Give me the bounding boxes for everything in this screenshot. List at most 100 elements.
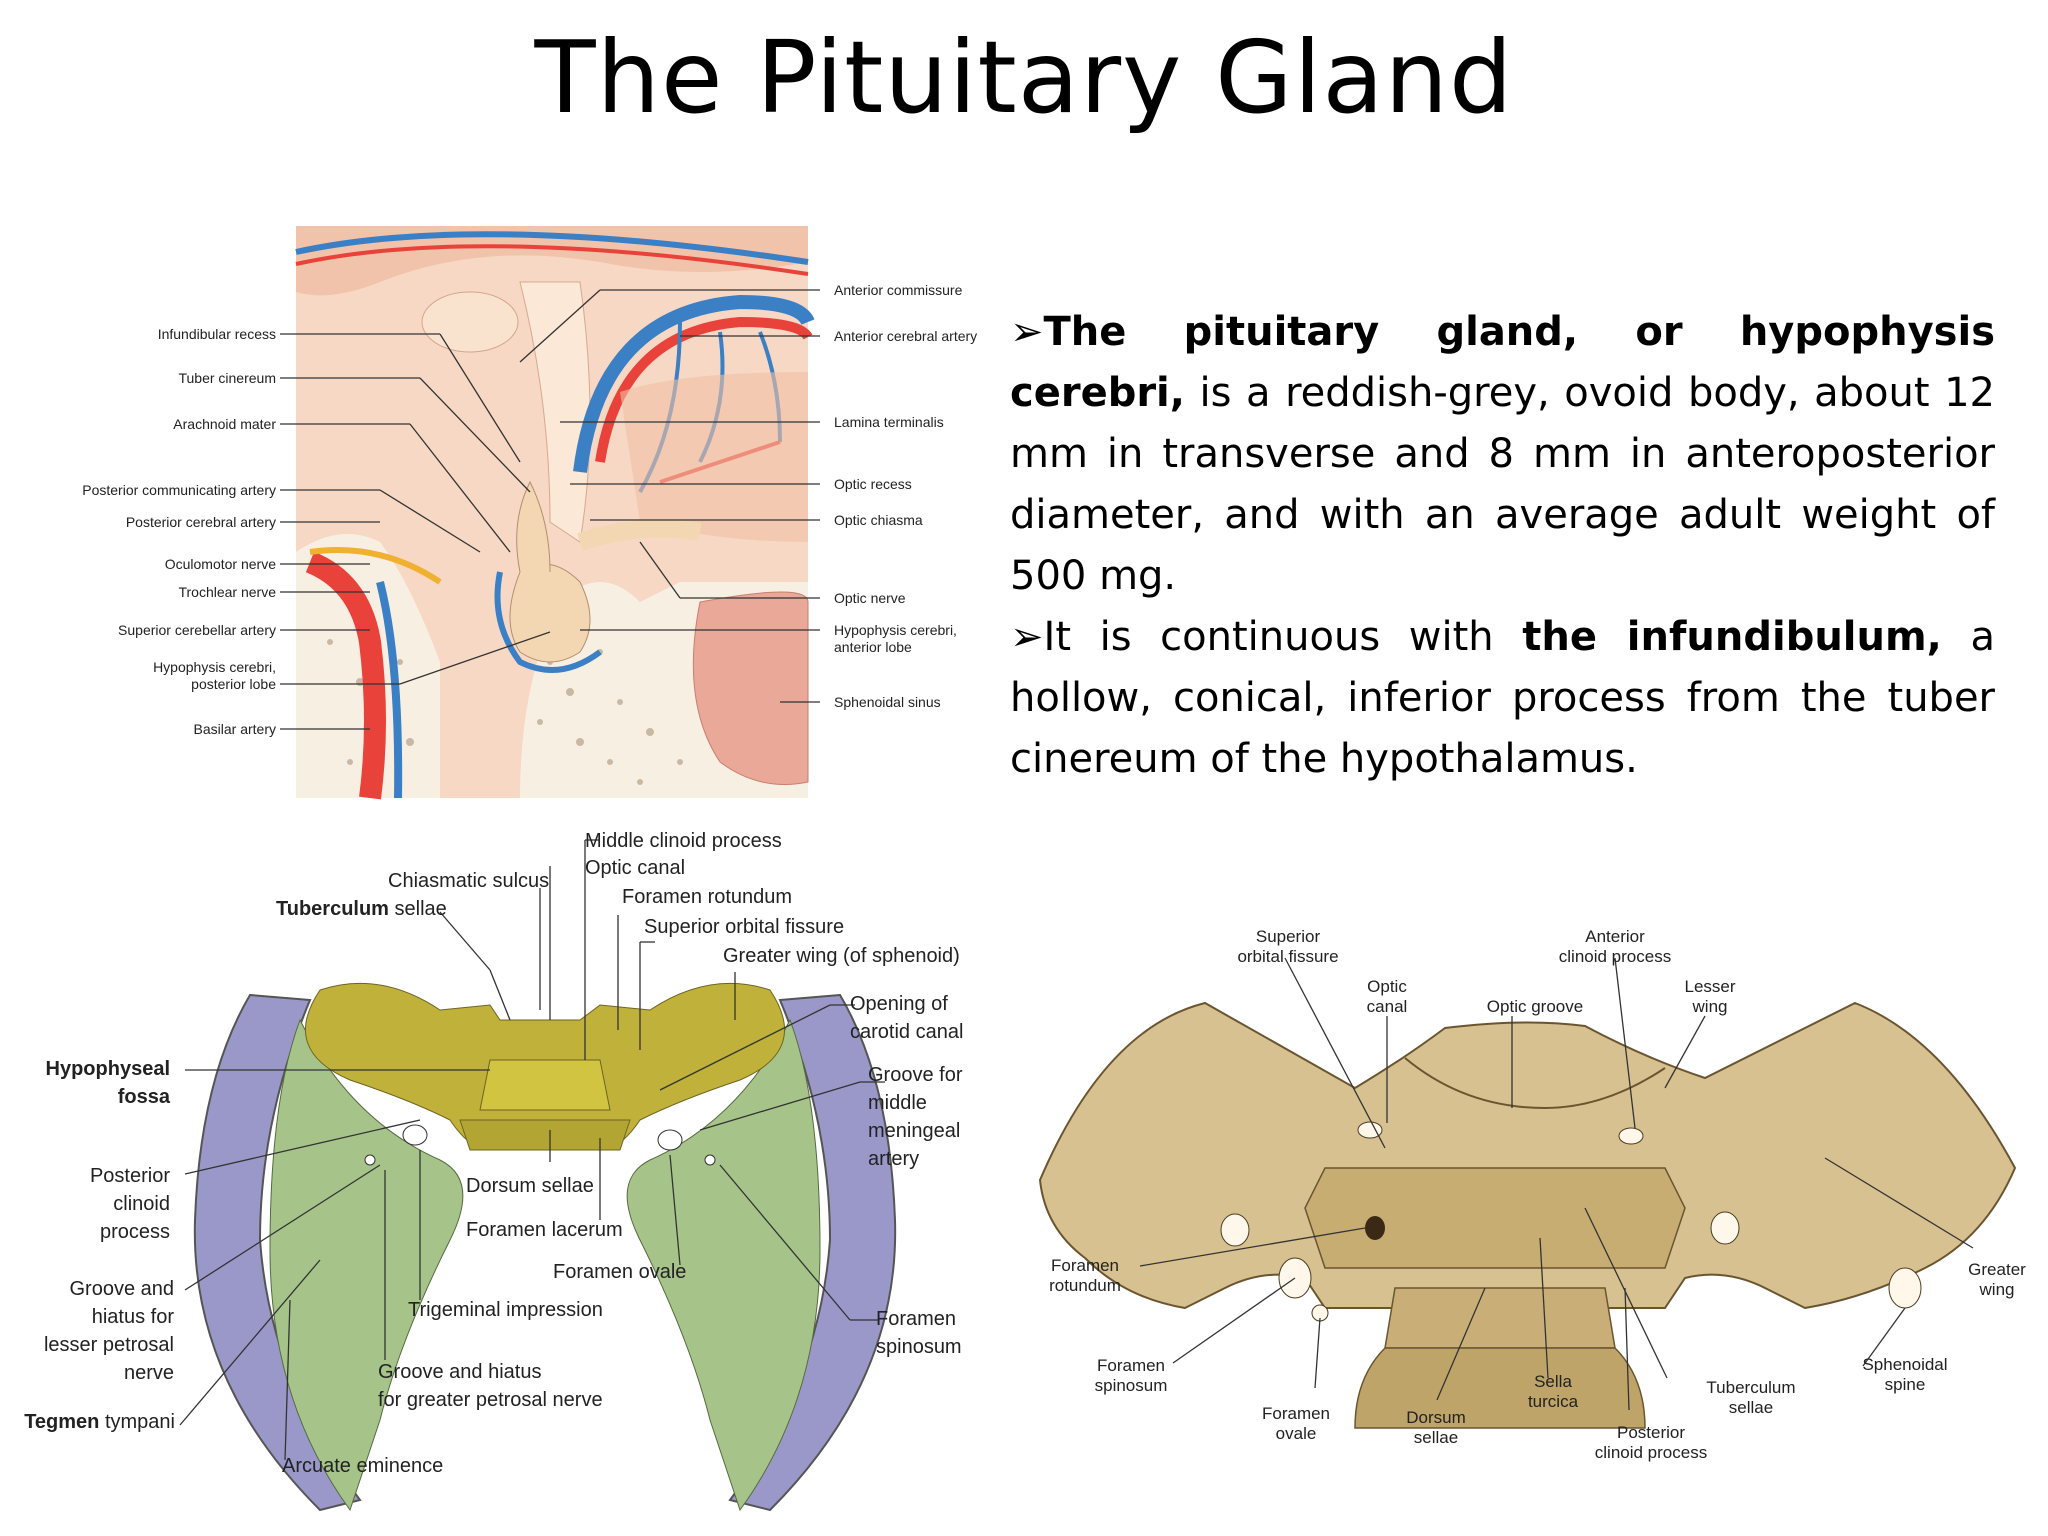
label-foramen-rotundum-1: Foramen	[1051, 1256, 1119, 1275]
label-sphenoidal-spine-1: Sphenoidal	[1862, 1355, 1947, 1374]
label-posterior-clinoid-3: process	[100, 1221, 170, 1243]
label-hypophysis-cerebri-1: Hypophysis cerebri,	[153, 659, 276, 675]
label-greater-petrosal-2: for greater petrosal nerve	[378, 1389, 603, 1411]
label-middle-clinoid-process: Middle clinoid process	[585, 830, 782, 852]
paragraph-2: ➢It is continuous with the infundibulum,…	[1010, 607, 1995, 790]
sphenoid-superior-diagram: Middle clinoid process Optic canal Chias…	[24, 830, 963, 1512]
label-tegmen-rest: tympani	[99, 1411, 175, 1433]
label-tuberculum-sellae-2: sellae	[1729, 1398, 1773, 1417]
label-foramen-ovale: Foramen ovale	[553, 1261, 686, 1283]
sagittal-section-diagram: Infundibular recess Tuber cinereum Arach…	[82, 226, 977, 800]
label-sphenoidal-spine-2: spine	[1885, 1375, 1926, 1394]
label-tegmen-tympani: Tegmen tympani	[24, 1411, 175, 1433]
label-anterior-clinoid-1: Anterior	[1585, 927, 1645, 946]
para2-text: a hollow, conical, inferior process from…	[1010, 614, 1995, 782]
label-groove-mm-4: artery	[868, 1148, 919, 1170]
label-foramen-lacerum: Foramen lacerum	[466, 1219, 623, 1241]
label-groove-mm-1: Groove for	[868, 1064, 963, 1086]
label-dorsum-sellae: Dorsum sellae	[466, 1175, 594, 1197]
label-tuberculum-bold: Tuberculum	[276, 898, 389, 920]
label-trochlear-nerve: Trochlear nerve	[178, 584, 276, 600]
label-foramen-spinosum-2: spinosum	[876, 1336, 962, 1358]
label-foramen-ovale-1: Foramen	[1262, 1404, 1330, 1423]
label-lesser-petrosal-4: nerve	[124, 1362, 174, 1384]
label-posterior-clinoid-2: clinoid	[113, 1193, 170, 1215]
label-superior-orbital-fissure-2: orbital fissure	[1237, 947, 1338, 966]
label-hypophyseal-2: fossa	[118, 1086, 171, 1108]
label-posterior-clinoid-1: Posterior	[90, 1165, 170, 1187]
label-superior-cerebellar-artery: Superior cerebellar artery	[118, 622, 276, 638]
label-chiasmatic-sulcus: Chiasmatic sulcus	[388, 870, 549, 892]
sphenoid-superior-figure: Middle clinoid process Optic canal Chias…	[20, 820, 980, 1520]
label-sella-turcica-1: Sella	[1534, 1372, 1572, 1391]
label-basilar-artery: Basilar artery	[194, 721, 276, 737]
label-foramen-spinosum-1: Foramen	[876, 1308, 956, 1330]
label-trigeminal-impression: Trigeminal impression	[408, 1299, 603, 1321]
label-groove-mm-3: meningeal	[868, 1120, 960, 1142]
label-dorsum-sellae-2: sellae	[1414, 1428, 1458, 1447]
label-optic-chiasma: Optic chiasma	[834, 512, 923, 528]
label-hypophysis-cerebri-2: Hypophysis cerebri,	[834, 622, 957, 638]
para1-text: is a reddish-grey, ovoid body, about 12 …	[1010, 370, 1995, 599]
para1-bold: The pituitary gland, or hypophysis cereb…	[1010, 309, 1995, 416]
label-opening-carotid-1: Opening of	[850, 993, 948, 1015]
label-hypophyseal-1: Hypophyseal	[46, 1058, 170, 1080]
label-greater-wing-1: Greater	[1968, 1260, 2026, 1279]
label-lesser-wing-2: wing	[1692, 997, 1728, 1016]
label-sella-turcica-2: turcica	[1528, 1392, 1579, 1411]
body-text: ➢The pituitary gland, or hypophysis cere…	[1010, 302, 1995, 790]
label-posterior-cerebral-artery: Posterior cerebral artery	[126, 514, 276, 530]
label-posterior-lobe: posterior lobe	[191, 676, 276, 692]
label-lesser-petrosal-3: lesser petrosal	[44, 1334, 174, 1356]
label-groove-mm-2: middle	[868, 1092, 927, 1114]
label-posterior-communicating-artery: Posterior communicating artery	[82, 482, 276, 498]
label-posterior-clinoid-1: Posterior	[1617, 1423, 1685, 1442]
label-optic-canal-1: Optic	[1367, 977, 1407, 996]
label-infundibular-recess: Infundibular recess	[158, 326, 276, 342]
label-optic-canal-2: canal	[1367, 997, 1408, 1016]
para2-bold: the infundibulum,	[1522, 614, 1942, 660]
label-superior-orbital-fissure: Superior orbital fissure	[644, 916, 844, 938]
label-greater-wing-2: wing	[1979, 1280, 2015, 1299]
label-tuberculum-rest: sellae	[389, 898, 447, 920]
label-tuber-cinereum: Tuber cinereum	[178, 370, 276, 386]
label-lesser-wing-1: Lesser	[1684, 977, 1735, 996]
sphenoid-bone-diagram: Superior orbital fissure Anterior clinoi…	[1025, 908, 2048, 1468]
label-anterior-clinoid-2: clinoid process	[1559, 947, 1671, 966]
label-anterior-cerebral-artery: Anterior cerebral artery	[834, 328, 977, 344]
label-dorsum-sellae-1: Dorsum	[1406, 1408, 1466, 1427]
sphenoid-bone-figure: Superior orbital fissure Anterior clinoi…	[1025, 908, 2048, 1468]
label-anterior-commissure: Anterior commissure	[834, 282, 963, 298]
label-foramen-rotundum: Foramen rotundum	[622, 886, 792, 908]
label-optic-groove: Optic groove	[1487, 997, 1583, 1016]
label-foramen-spinosum-1: Foramen	[1097, 1356, 1165, 1375]
bullet-arrow-icon: ➢	[1010, 309, 1044, 355]
paragraph-1: ➢The pituitary gland, or hypophysis cere…	[1010, 302, 1995, 607]
label-foramen-rotundum-2: rotundum	[1049, 1276, 1121, 1295]
label-greater-petrosal-1: Groove and hiatus	[378, 1361, 541, 1383]
label-tuberculum-sellae-1: Tuberculum	[1706, 1378, 1795, 1397]
bullet-arrow-icon: ➢	[1010, 614, 1044, 660]
label-lesser-petrosal-2: hiatus for	[92, 1306, 175, 1328]
label-optic-recess: Optic recess	[834, 476, 912, 492]
slide-title: The Pituitary Gland	[534, 19, 1514, 136]
label-superior-orbital-fissure-1: Superior	[1256, 927, 1321, 946]
sagittal-section-figure: Infundibular recess Tuber cinereum Arach…	[80, 222, 1000, 804]
label-anterior-lobe: anterior lobe	[834, 639, 912, 655]
label-optic-canal: Optic canal	[585, 857, 685, 879]
label-optic-nerve: Optic nerve	[834, 590, 906, 606]
label-arcuate-eminence: Arcuate eminence	[282, 1455, 443, 1477]
label-lamina-terminalis: Lamina terminalis	[834, 414, 944, 430]
label-posterior-clinoid-2: clinoid process	[1595, 1443, 1707, 1462]
label-lesser-petrosal-1: Groove and	[69, 1278, 174, 1300]
label-foramen-ovale-2: ovale	[1276, 1424, 1317, 1443]
label-greater-wing-sphenoid: Greater wing (of sphenoid)	[723, 945, 960, 967]
para2-pre: It is continuous with	[1043, 614, 1523, 660]
label-foramen-spinosum-2: spinosum	[1095, 1376, 1168, 1395]
label-oculomotor-nerve: Oculomotor nerve	[165, 556, 276, 572]
label-sphenoidal-sinus: Sphenoidal sinus	[834, 694, 941, 710]
label-arachnoid-mater: Arachnoid mater	[173, 416, 276, 432]
label-tegmen-bold: Tegmen	[24, 1411, 99, 1433]
label-opening-carotid-2: carotid canal	[850, 1021, 963, 1043]
label-tuberculum-sellae: Tuberculum sellae	[276, 898, 447, 920]
